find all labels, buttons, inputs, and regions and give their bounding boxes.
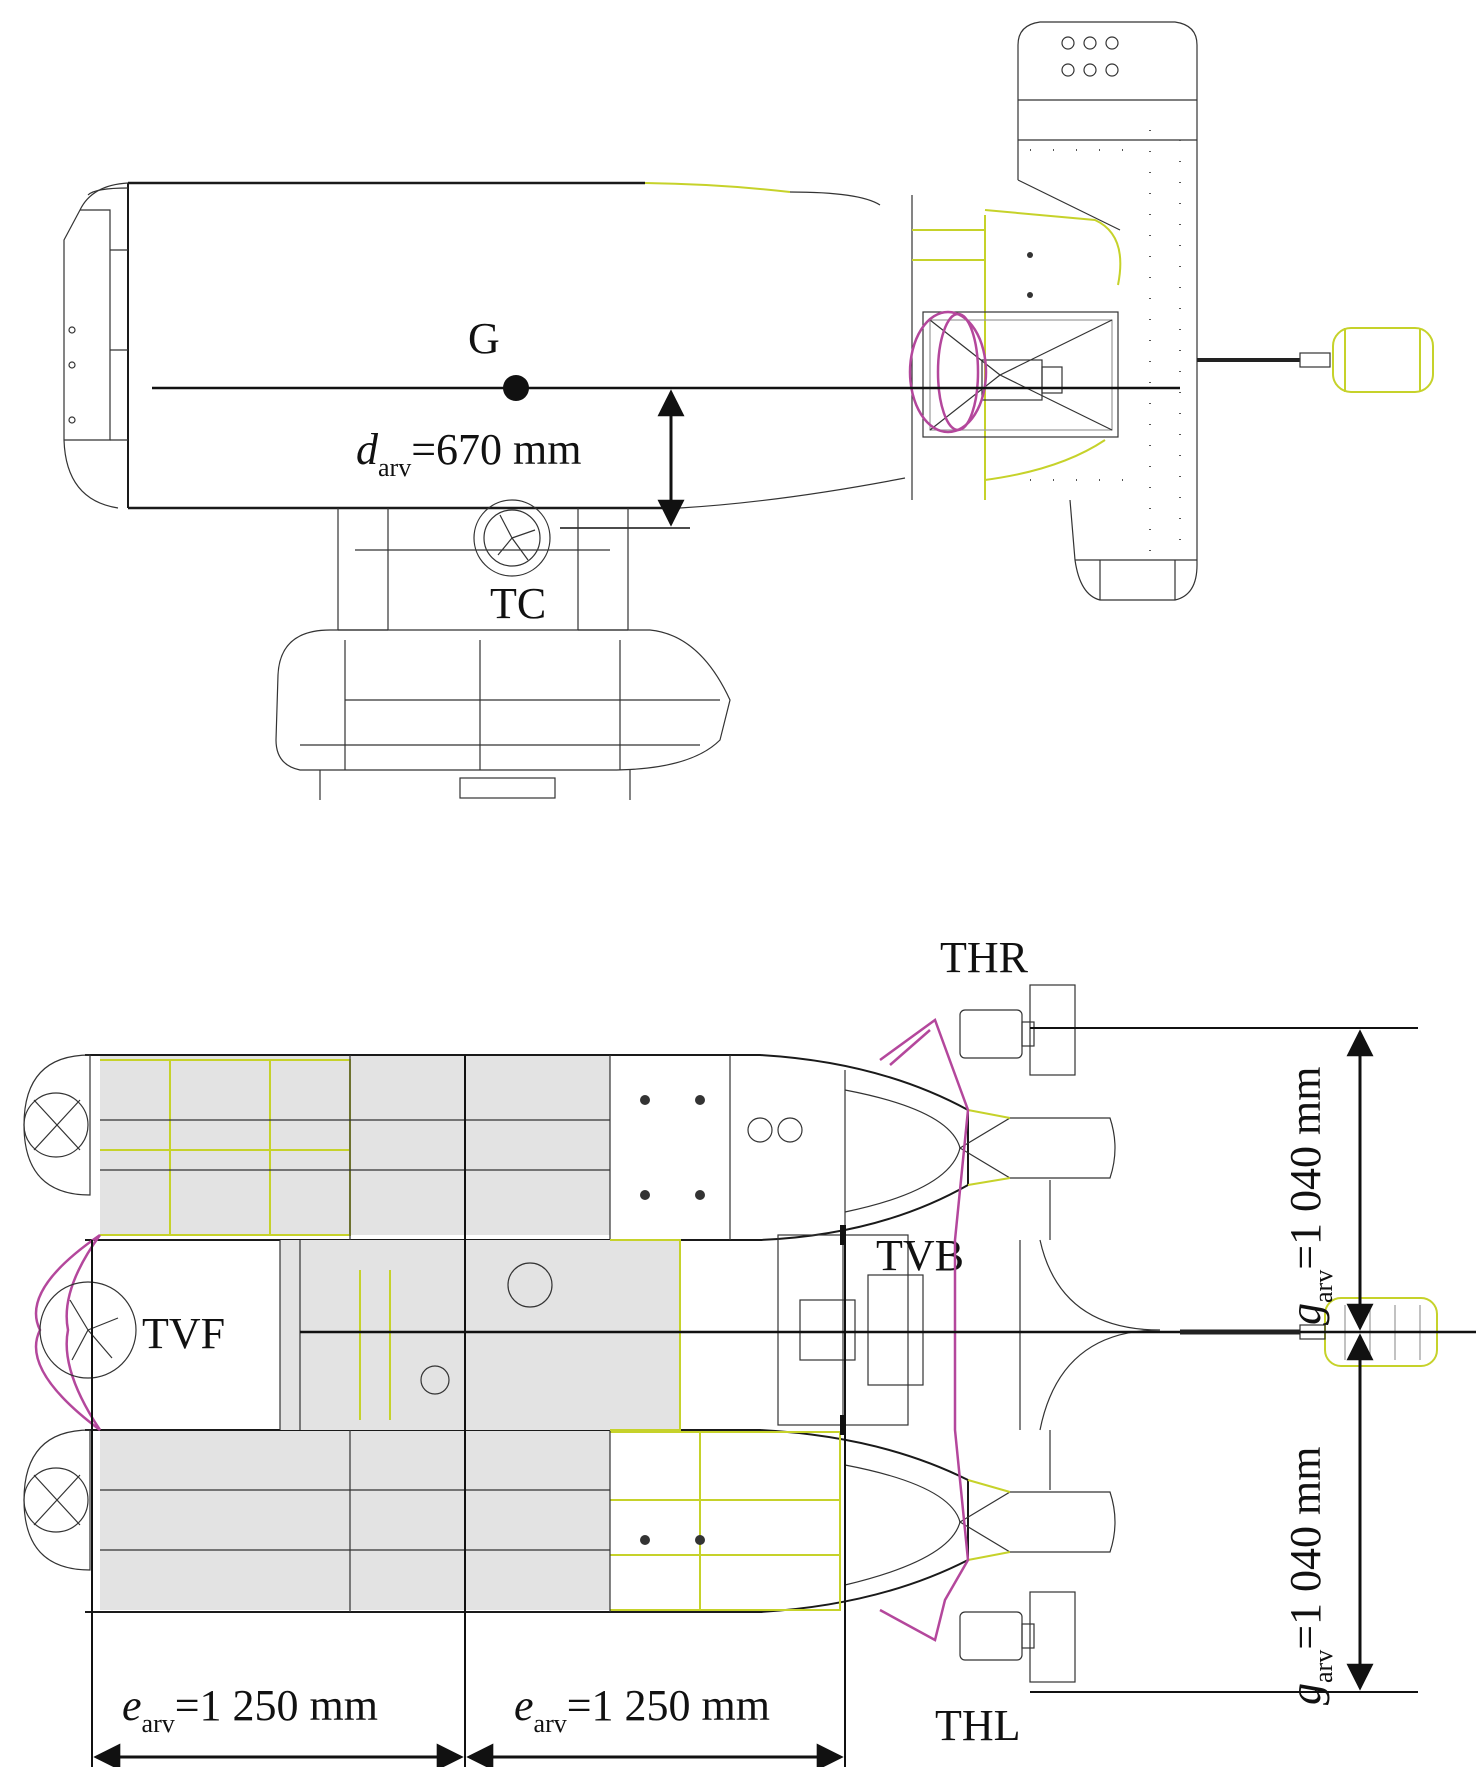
tc-thruster-assembly: [337, 499, 629, 631]
lower-pontoon: [23, 1429, 1116, 1613]
thl-label: THL: [935, 1701, 1021, 1750]
bottom-view: TVF TVB THR: [23, 933, 1476, 1767]
top-view: G darv=670 mm TC: [63, 21, 1434, 800]
main-hull: [63, 181, 906, 510]
center-of-gravity-marker: [503, 375, 529, 401]
g-label: G: [468, 314, 500, 363]
tow-cable: [1197, 327, 1434, 393]
vertical-fin: [1017, 21, 1198, 601]
tvb-label: TVB: [876, 1231, 964, 1280]
e-arv-right-label: earv=1 250 mm: [514, 1681, 770, 1738]
reference-line: [152, 375, 1180, 401]
center-frame: [279, 1239, 681, 1431]
e-dimension-lines: [91, 1055, 846, 1767]
thr-thruster: [959, 984, 1076, 1076]
e-arv-left-label: earv=1 250 mm: [122, 1681, 378, 1738]
thr-label: THR: [940, 933, 1029, 982]
g-dimension-lines: [1030, 1027, 1418, 1693]
thl-thruster: [959, 1591, 1076, 1683]
tvf-label: TVF: [142, 1309, 225, 1358]
side-struts: [879, 1018, 970, 1642]
tail-frame: [1019, 1180, 1161, 1490]
tvf-thruster: [34, 1233, 137, 1431]
lower-pod: [275, 629, 731, 800]
g-arv-upper-label: garv=1 040 mm: [1281, 1067, 1338, 1325]
d-arv-label: darv=670 mm: [356, 425, 581, 482]
fin-holes: [1061, 36, 1119, 77]
d-dimension: [560, 389, 690, 529]
upper-pontoon: [23, 1054, 1116, 1241]
tail-section: [908, 195, 1122, 500]
tvb-thruster: [777, 1225, 924, 1435]
tc-label: TC: [490, 579, 546, 628]
g-arv-lower-label: garv=1 040 mm: [1281, 1447, 1338, 1705]
